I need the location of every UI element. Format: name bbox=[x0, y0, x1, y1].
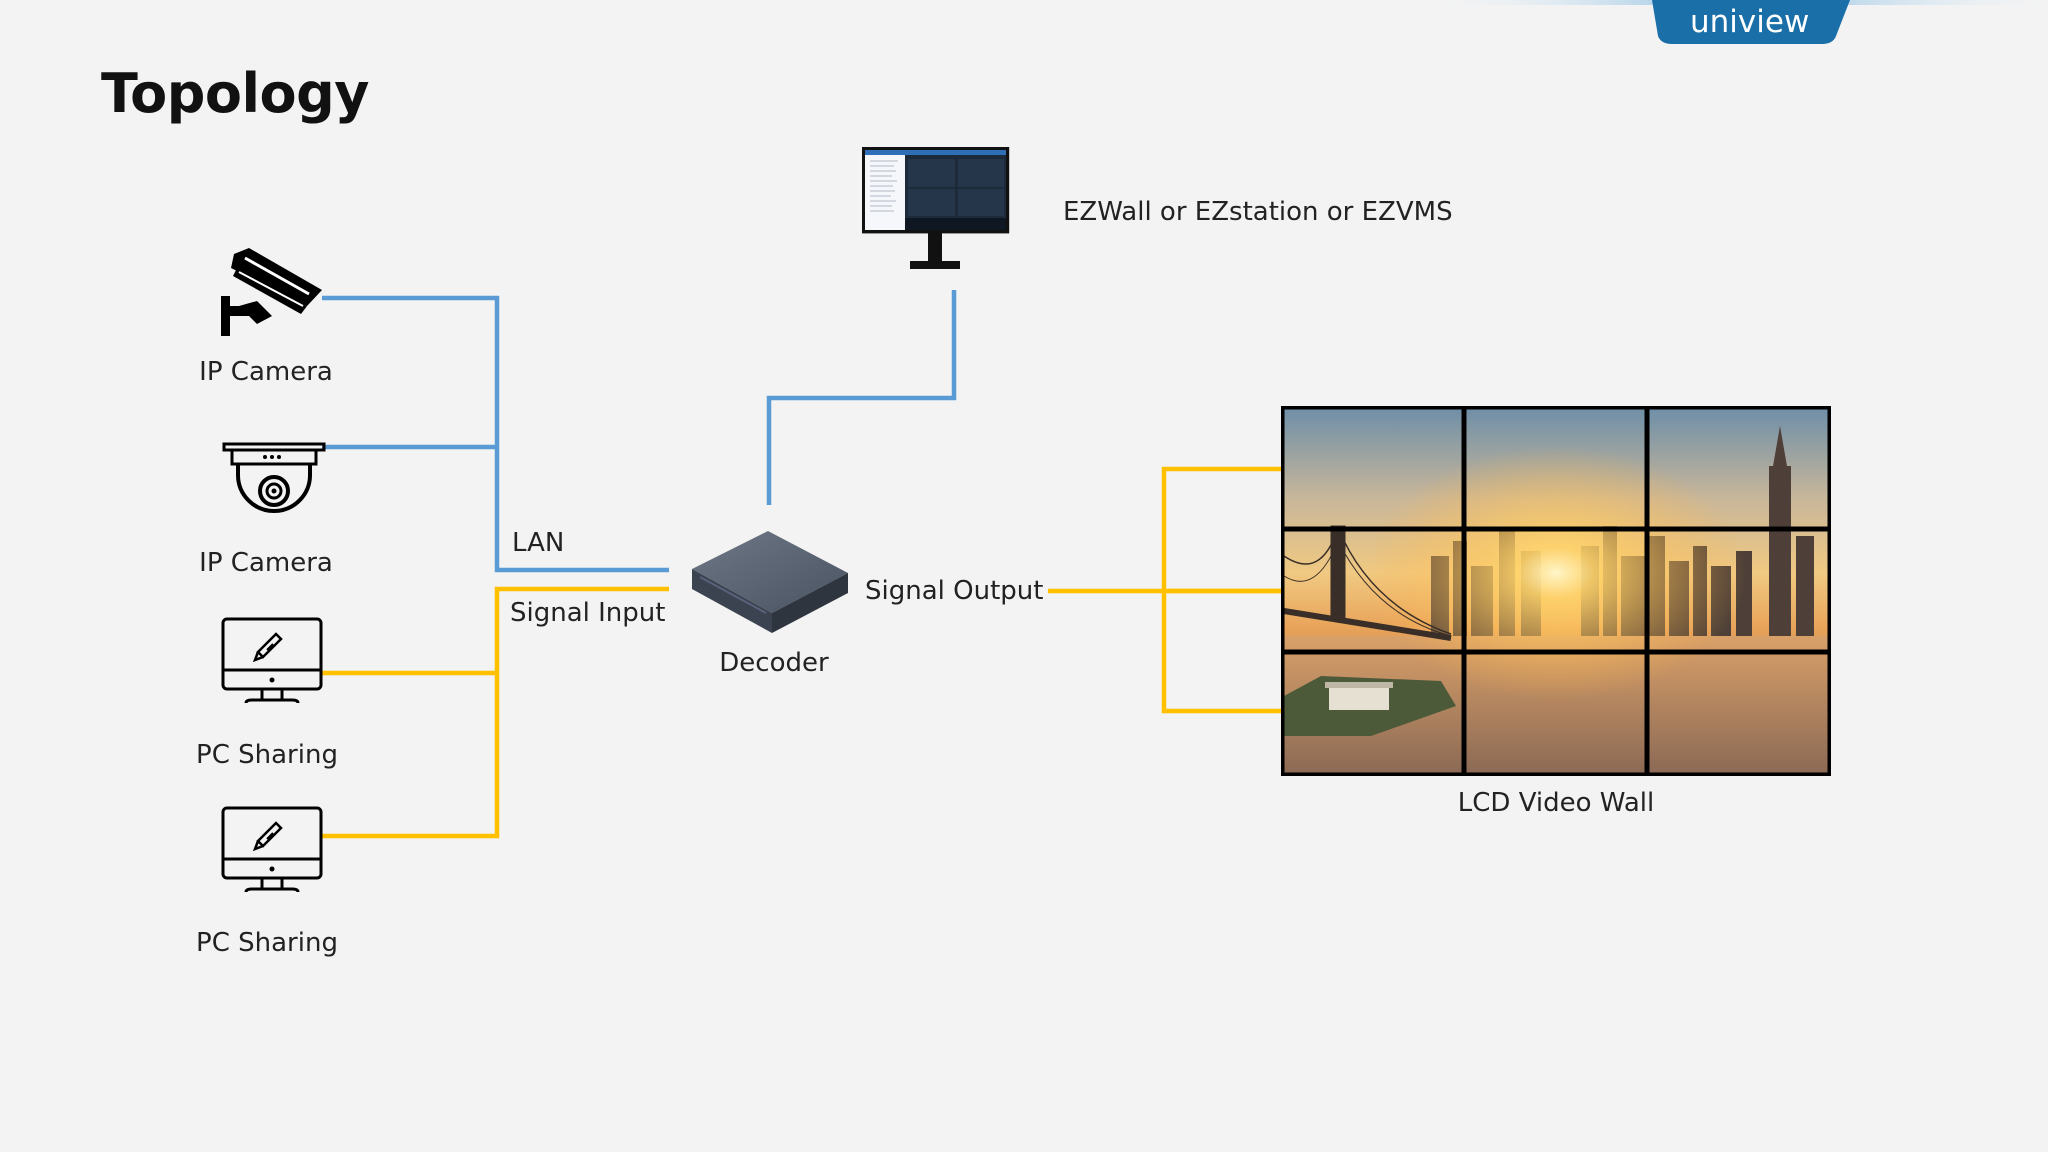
camera-bullet-label: IP Camera bbox=[199, 357, 333, 387]
video-wall-label: LCD Video Wall bbox=[1457, 788, 1655, 818]
brand-logo: uniview bbox=[1690, 4, 1810, 40]
client-software-label: EZWall or EZstation or EZVMS bbox=[1063, 197, 1453, 227]
monitor-pen-icon bbox=[221, 617, 323, 704]
decoder-box-icon bbox=[692, 531, 848, 633]
brand-tab bbox=[1652, 0, 1850, 44]
pc-sharing-2-label: PC Sharing bbox=[196, 928, 338, 958]
bullet-camera-icon bbox=[221, 248, 322, 336]
camera-dome-label: IP Camera bbox=[199, 548, 333, 578]
page-title: Topology bbox=[101, 62, 369, 125]
monitor-pen-icon bbox=[221, 806, 323, 893]
lan-line-client bbox=[766, 290, 957, 505]
signal-output-label: Signal Output bbox=[865, 576, 1044, 606]
desktop-monitor-icon bbox=[862, 147, 1010, 269]
pc-sharing-1-label: PC Sharing bbox=[196, 740, 338, 770]
lan-line-camera-1 bbox=[322, 295, 669, 573]
dome-camera-icon bbox=[222, 442, 326, 513]
lan-label: LAN bbox=[512, 528, 565, 558]
decoder-label: Decoder bbox=[719, 648, 829, 678]
brand-banner bbox=[1440, 0, 2048, 44]
lcd-video-wall bbox=[1281, 406, 1831, 776]
signal-input-label: Signal Input bbox=[510, 598, 666, 628]
signal-input-line-pc-2 bbox=[322, 586, 669, 839]
